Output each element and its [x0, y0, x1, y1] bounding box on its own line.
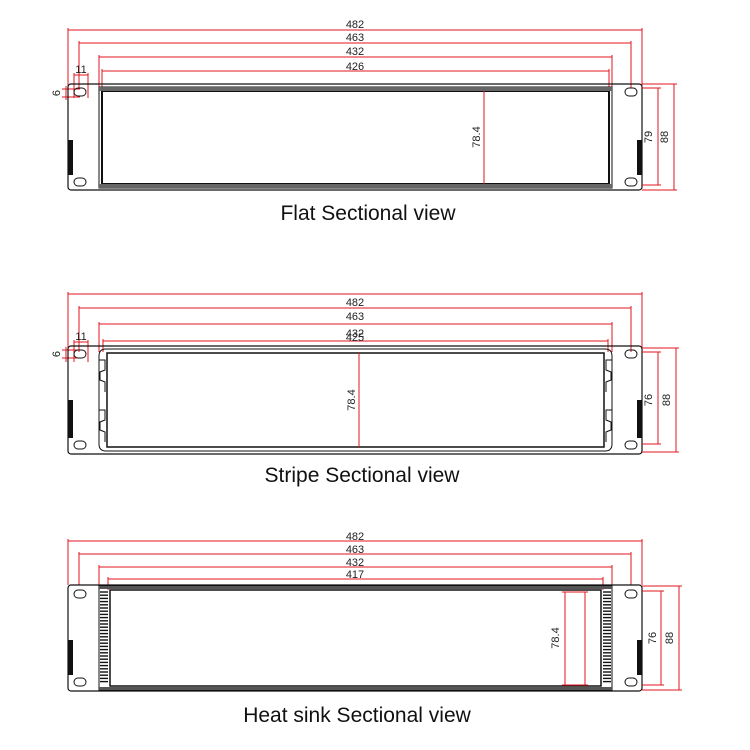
flat-front-plate	[67, 83, 643, 191]
stripe-hole-top-left	[73, 349, 87, 359]
stripe-dim-hole: 6	[51, 351, 63, 357]
heatsink-hole-bottom-left	[73, 677, 87, 687]
heatsink-dim-height-outer: 88	[664, 632, 676, 644]
flat-section-title: Flat Sectional view	[280, 202, 456, 225]
stripe-right-profile	[605, 359, 612, 442]
flat-dim-body: 432	[346, 46, 364, 58]
flat-section-drawing: 482 463 432 426 11 6 79 88 78.4	[51, 19, 677, 191]
heatsink-section-title: Heat sink Sectional view	[243, 704, 471, 727]
heatsink-hole-top-left	[73, 589, 87, 599]
flat-left-edge-mark	[68, 140, 73, 175]
heatsink-bottom-rail	[99, 687, 612, 690]
stripe-hole-top-right	[624, 349, 638, 359]
stripe-dim-body: 432	[346, 328, 364, 340]
flat-dim-depth: 78.4	[471, 126, 483, 147]
stripe-left-edge-mark	[68, 400, 73, 438]
stripe-dim-overall: 482	[346, 297, 364, 309]
heatsink-right-fins	[603, 591, 611, 683]
stripe-body	[98, 348, 613, 452]
stripe-dim-mount: 463	[346, 311, 364, 323]
stripe-hole-bottom-right	[624, 440, 638, 450]
flat-dim-overall: 482	[346, 19, 364, 31]
stripe-dim-height-outer: 88	[661, 394, 673, 406]
heatsink-height-dimensions	[562, 585, 682, 691]
stripe-dim-height-inner: 76	[643, 394, 655, 406]
heatsink-dim-inner: 417	[346, 569, 364, 581]
heatsink-dim-mount: 463	[346, 544, 364, 556]
heatsink-dim-body: 432	[346, 557, 364, 569]
stripe-left-profile	[99, 359, 106, 442]
flat-dim-mount: 463	[346, 32, 364, 44]
stripe-section-drawing: 482 463 432 425 425 11 6 76 88 78.4	[51, 292, 679, 455]
flat-dim-height-inner: 79	[643, 131, 655, 143]
flat-right-edge-mark	[637, 140, 642, 175]
heatsink-body	[98, 585, 613, 691]
heatsink-dim-height-inner: 76	[647, 632, 659, 644]
heatsink-left-fins	[100, 591, 108, 683]
flat-body-bottom-rail	[99, 184, 612, 188]
flat-hole-bottom-left	[73, 177, 87, 187]
stripe-dim-depth: 78.4	[346, 389, 358, 410]
stripe-dim-inner-label: 425	[346, 332, 364, 344]
stripe-body-inner	[106, 352, 605, 448]
stripe-section-title: Stripe Sectional view	[265, 464, 461, 487]
flat-dim-ear: 11	[75, 64, 86, 76]
flat-body-top-rail	[99, 87, 612, 91]
heatsink-hole-top-right	[624, 589, 638, 599]
flat-body-inner	[101, 90, 610, 185]
stripe-right-edge-mark	[637, 400, 642, 438]
heatsink-body-inner	[109, 589, 602, 687]
flat-body	[98, 86, 613, 189]
heatsink-hole-bottom-right	[624, 677, 638, 687]
flat-hole-top-right	[624, 87, 638, 97]
stripe-height-dimensions	[358, 347, 679, 453]
heatsink-top-rail	[99, 586, 612, 589]
heatsink-width-dimensions	[67, 539, 643, 590]
flat-hole-bottom-right	[624, 177, 638, 187]
stripe-hole-bottom-left	[73, 440, 87, 450]
flat-height-dimensions	[483, 83, 677, 191]
flat-dim-hole: 6	[51, 90, 63, 96]
heatsink-dim-overall: 482	[346, 531, 364, 543]
flat-dim-inner: 426	[346, 61, 364, 73]
heatsink-right-edge-mark	[637, 640, 642, 675]
heatsink-dim-depth: 78.4	[550, 627, 562, 648]
flat-hole-top-left	[73, 87, 87, 97]
heatsink-section-drawing: 482 463 432 417 76 88 78.4	[67, 531, 682, 692]
heatsink-left-edge-mark	[68, 640, 73, 675]
stripe-dim-ear: 11	[75, 331, 86, 343]
heatsink-front-plate	[67, 584, 643, 692]
flat-dim-height-outer: 88	[659, 131, 671, 143]
